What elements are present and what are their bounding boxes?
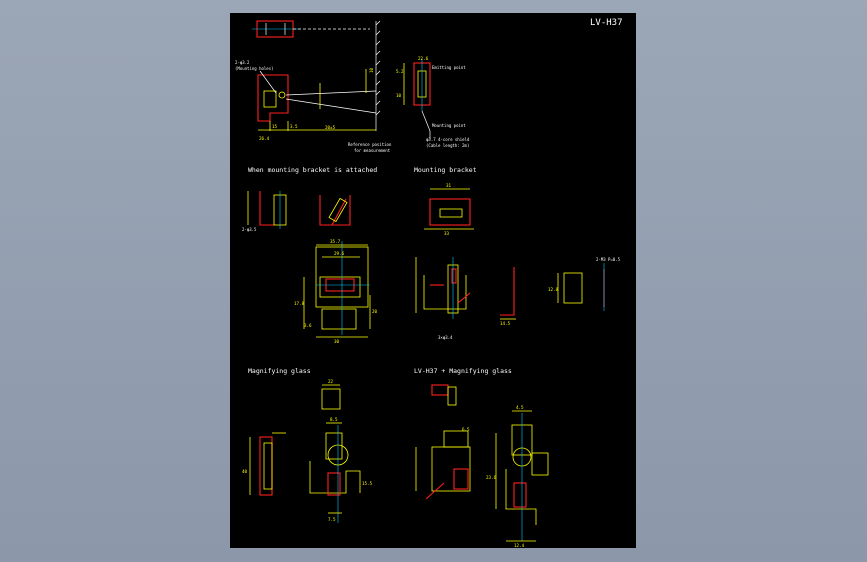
dim-29-6: 29.6 <box>334 251 345 256</box>
note-emitting: Emitting point <box>432 65 466 70</box>
dim-20: 20 <box>372 309 378 314</box>
magnifying-glass-views: 22 40 8.5 7.5 15.5 <box>242 379 373 523</box>
sheet-title: LV-H37 <box>590 18 623 28</box>
note-reference: Reference position <box>348 142 392 147</box>
cad-drawing: LV-H37 26.4 20±5 15 3.5 10 2-φ3.2 <box>235 18 623 548</box>
drawing-sheet: LV-H37 26.4 20±5 15 3.5 10 2-φ3.2 <box>230 13 636 548</box>
dim-12-4: 12.4 <box>514 543 525 548</box>
dim-23-6: 23.6 <box>486 475 497 480</box>
dim-22-6: 22.6 <box>418 56 429 61</box>
heading-combo: LV-H37 + Magnifying glass <box>414 367 512 375</box>
dim-3-5: 3.5 <box>290 124 298 129</box>
heading-magnifying-glass: Magnifying glass <box>248 367 311 375</box>
dim-30: 30 <box>334 339 340 344</box>
dim-33: 33 <box>444 231 450 236</box>
dim-10-8-5: 8.5 <box>330 417 338 422</box>
note-cable-sub: (Cable length: 2m) <box>426 143 469 148</box>
dim-5-2: 5.2 <box>396 69 404 74</box>
note-hole-pos: 2-M3 P=0.5 <box>596 257 621 262</box>
note-mounting: Mounting point <box>432 123 466 128</box>
dim-26-4: 26.4 <box>259 136 270 141</box>
combo-views: 6.5 4.5 12.4 23.6 <box>415 384 549 548</box>
dim-20-5: 20±5 <box>325 125 336 130</box>
mounting-bracket-views: 31 33 3×φ3.4 14.5 2-M3 P=0.5 12.8 <box>415 183 621 340</box>
note-bottom: 3×φ3.4 <box>438 335 453 340</box>
dim-6-5: 6.5 <box>462 427 470 432</box>
dim-4-5: 4.5 <box>516 405 524 410</box>
note-mount-holes: 2-φ3.2 <box>235 60 250 65</box>
dim-35-7: 35.7 <box>330 239 341 244</box>
note-mount-holes-sub: (Mounting holes) <box>235 66 274 71</box>
note-hole-m3: 2-φ3.5 <box>242 227 257 232</box>
bracket-attached-views: 2-φ3.5 <box>242 191 351 232</box>
dim-15-5: 15.5 <box>362 481 373 486</box>
dim-15: 15 <box>272 124 278 129</box>
dim-10-0: 10 <box>369 67 374 73</box>
top-side-view: 26.4 20±5 15 3.5 10 2-φ3.2 (Mounting hol… <box>235 20 392 153</box>
dim-3-6: 3.6 <box>304 323 312 328</box>
dim-10: 10 <box>396 93 402 98</box>
bracket-assembly-view: 35.7 29.6 17.8 30 3.6 20 <box>294 239 378 344</box>
heading-bracket-attached: When mounting bracket is attached <box>248 166 377 174</box>
dim-31: 31 <box>446 183 452 188</box>
dim-17-8: 17.8 <box>294 301 305 306</box>
dim-40: 40 <box>242 469 248 474</box>
note-reference-sub: for measurement <box>354 148 391 153</box>
heading-mounting-bracket: Mounting bracket <box>414 166 477 174</box>
dim-12-8: 12.8 <box>548 287 559 292</box>
dim-22: 22 <box>328 379 334 384</box>
note-cable: φ3.7 4-core shield <box>426 137 470 142</box>
dim-14-5: 14.5 <box>500 321 511 326</box>
dim-7-5: 7.5 <box>328 517 336 522</box>
top-front-view: 5.2 10 22.6 Emitting point Mounting poin… <box>396 56 470 148</box>
